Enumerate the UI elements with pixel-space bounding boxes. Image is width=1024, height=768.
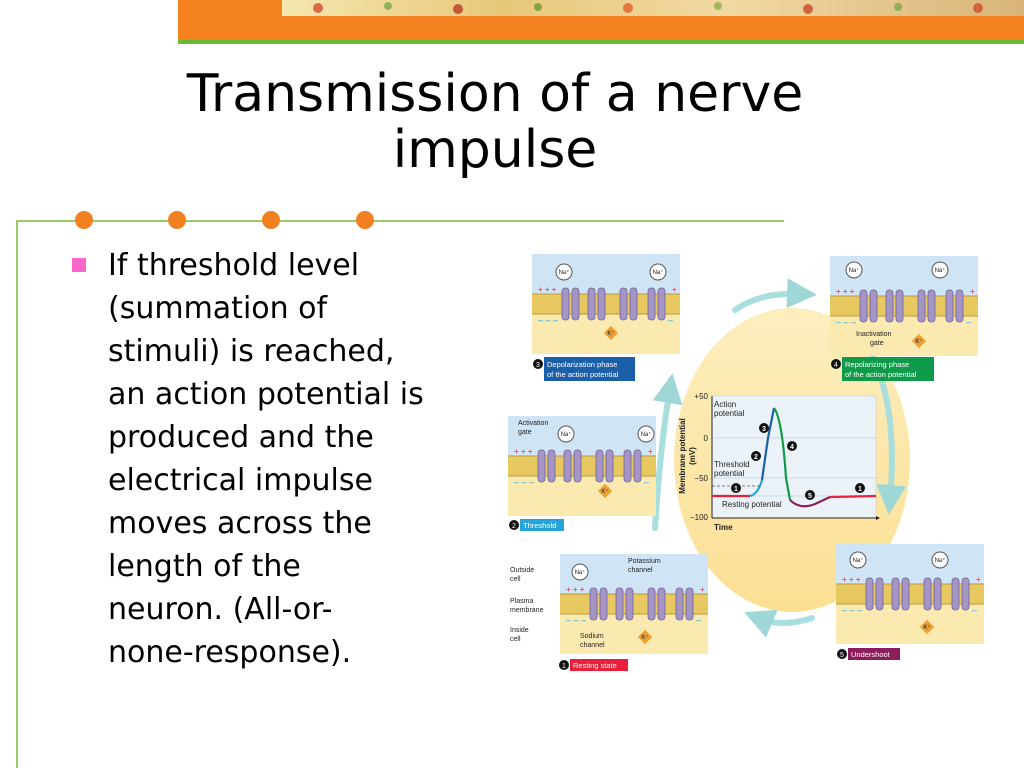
k-ion-label: K⁺ (607, 330, 614, 337)
stage3-label: of the action potential (547, 370, 619, 379)
divider-dot (262, 211, 280, 229)
resting-potential-label: Resting potential (722, 500, 782, 509)
stage5-label: Undershoot (851, 650, 891, 659)
divider-dot (168, 211, 186, 229)
outside-cell-label: cell (510, 576, 521, 583)
bullet-line: (summation of (108, 291, 328, 326)
na-ion-label: Na⁺ (653, 269, 664, 276)
curve-stage3 (760, 407, 776, 481)
action-potential-figure: + + + + – – – – (507, 253, 985, 671)
panel-threshold: Na⁺ Na⁺ K⁺ Activation gate (507, 415, 657, 517)
graph-xlabel: Time (714, 523, 733, 532)
outside-cell-label: Outside (510, 567, 534, 574)
membrane-potential-graph: +50 0 −50 −100 Membrane potential (mV) T… (678, 392, 880, 532)
slide-title: Transmission of a nerve impulse (130, 66, 860, 178)
action-potential-label: potential (714, 409, 744, 418)
inside-cell-label: Inside (510, 627, 529, 634)
stage4-label: Repolarizing phase (845, 360, 909, 369)
panel-repolarizing: Na⁺ Na⁺ K⁺ Inactivation gate (829, 255, 979, 357)
na-ion-label: Na⁺ (935, 557, 946, 564)
title-line-2: impulse (392, 120, 598, 180)
divider-vertical (16, 220, 18, 768)
k-ion-label: K⁺ (641, 634, 648, 641)
divider-dot (75, 211, 93, 229)
na-ion-label: Na⁺ (641, 431, 652, 438)
stage-number: 2 (512, 523, 516, 530)
na-ion-label: Na⁺ (561, 431, 572, 438)
na-ion-label: Na⁺ (559, 269, 570, 276)
panel-undershoot: Na⁺ Na⁺ K⁺ (835, 543, 985, 645)
k-ion-label: K⁺ (601, 488, 608, 495)
divider-horizontal (16, 220, 784, 222)
title-line-1: Transmission of a nerve (186, 64, 804, 124)
bullet-line: moves across the (108, 506, 372, 541)
curve-return (829, 494, 877, 499)
action-potential-label: Action (714, 400, 736, 409)
curve-marker: 1 (734, 486, 738, 493)
bullet-line: neuron. (All-or- (108, 592, 333, 627)
bullet-line: electrical impulse (108, 463, 373, 498)
sodium-channel-label: Sodium (580, 633, 604, 640)
ytick-label: −100 (690, 513, 709, 522)
k-ion-label: K⁺ (923, 624, 930, 631)
na-ion-label: Na⁺ (575, 569, 586, 576)
curve-marker: 2 (754, 454, 758, 461)
bullet-text: If threshold level (summation of stimuli… (108, 244, 488, 674)
plasma-membrane-label: membrane (510, 607, 544, 614)
stage-number: 4 (834, 362, 838, 369)
plasma-membrane-label: Plasma (510, 598, 533, 605)
bullet-line: produced and the (108, 420, 374, 455)
inside-cell-label: cell (510, 636, 521, 643)
stage2-label: Threshold (523, 521, 556, 530)
potassium-channel-label: channel (628, 567, 653, 574)
bullet-line: none-response). (108, 635, 352, 670)
graph-ylabel: Membrane potential (678, 418, 687, 494)
graph-ylabel-unit: (mV) (688, 447, 697, 465)
na-ion-label: Na⁺ (853, 557, 864, 564)
stage3-label: Depolarization phase (547, 360, 617, 369)
activation-gate-label: Activation (518, 420, 548, 427)
curve-marker: 3 (762, 426, 766, 433)
stage-number: 3 (536, 362, 540, 369)
stage4-label: of the action potential (845, 370, 917, 379)
inactivation-gate-label: gate (870, 340, 884, 347)
curve-marker: 1 (858, 486, 862, 493)
threshold-potential-label: potential (714, 469, 744, 478)
panel-resting: Na⁺ K⁺ Potassium channel Sodium channel (559, 553, 709, 655)
bullet-square-icon (72, 258, 86, 272)
bullet-line: stimuli) is reached, (108, 334, 395, 369)
bullet-line: length of the (108, 549, 301, 584)
curve-stage4 (773, 407, 792, 501)
curve-marker: 4 (790, 444, 794, 451)
inactivation-gate-label: Inactivation (856, 331, 892, 338)
curve-stage2 (749, 479, 764, 498)
panel-depolarization: Na⁺ Na⁺ K⁺ (531, 253, 681, 355)
ytick-label: −50 (694, 474, 708, 483)
bullet-line: If threshold level (108, 248, 360, 283)
stage-number: 1 (562, 663, 566, 670)
activation-gate-label: gate (518, 429, 532, 436)
stage-number: 5 (840, 652, 844, 659)
ytick-label: +50 (694, 392, 708, 401)
na-ion-label: Na⁺ (935, 267, 946, 274)
decorative-banner (178, 0, 1024, 44)
sodium-channel-label: channel (580, 642, 605, 649)
na-ion-label: Na⁺ (849, 267, 860, 274)
divider-dot (356, 211, 374, 229)
curve-stage5 (789, 496, 831, 508)
bullet-line: an action potential is (108, 377, 424, 412)
k-ion-label: K⁺ (915, 338, 922, 345)
ytick-label: 0 (704, 434, 709, 443)
curve-marker: 5 (808, 493, 812, 500)
stage1-label: Resting state (573, 661, 617, 670)
potassium-channel-label: Potassium (628, 558, 661, 565)
threshold-potential-label: Threshold (714, 460, 750, 469)
